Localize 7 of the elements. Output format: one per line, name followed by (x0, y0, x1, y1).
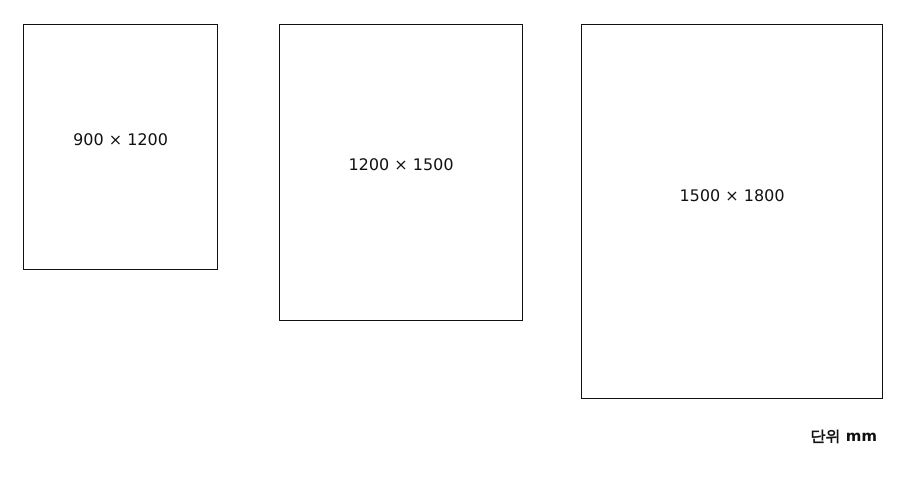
unit-note: 단위 mm (810, 427, 877, 446)
dimension-text: 900 × 1200 (73, 130, 168, 148)
size-rectangle (23, 24, 218, 270)
size-rectangle (279, 24, 523, 321)
dimension-text: 1200 × 1500 (348, 155, 454, 174)
dimension-text: 1500 × 1800 (679, 186, 784, 205)
size-rectangle (581, 24, 883, 399)
